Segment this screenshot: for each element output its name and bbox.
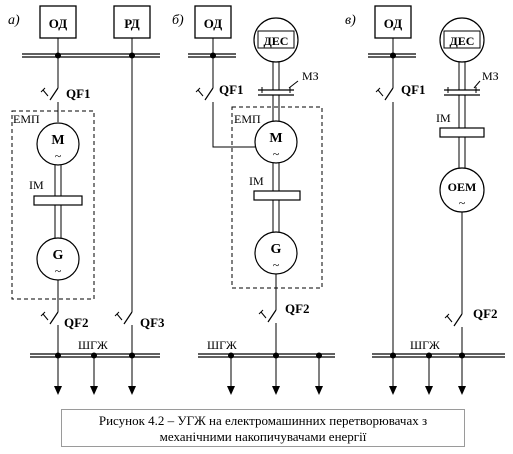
panel-b: б) ОД ДЕС МЗ QF1 ЕМП [172, 5, 335, 395]
panel-b-emp-box [231, 106, 323, 289]
panel-b-engine-label: ДЕС [264, 34, 289, 48]
panel-c-qf2-label: QF2 [473, 306, 498, 321]
panel-a-rd-label: РД [124, 16, 140, 31]
panel-a-flywheel [33, 195, 83, 206]
panel-b-clutch-label: МЗ [302, 69, 319, 83]
panel-a-qf2-label: QF2 [64, 315, 89, 330]
panel-b-motor-ac: ~ [273, 147, 280, 161]
panel-a: а) ОД РД QF1 ЕМП М ~ ІМ [8, 5, 165, 395]
panel-a-im-label: ІМ [29, 178, 44, 192]
panel-a-motor [36, 122, 80, 166]
panel-a-generator-label: G [53, 248, 64, 263]
panel-c-flywheel [439, 127, 485, 138]
panel-c-im-label: ІМ [436, 111, 451, 125]
panel-a-qf1-label: QF1 [66, 86, 91, 101]
panel-b-flywheel [253, 190, 301, 201]
panel-c-oem-ac: ~ [459, 196, 466, 210]
panel-a-motor-label: М [51, 133, 64, 148]
panel-a-motor-ac: ~ [55, 149, 62, 163]
panel-b-od-label: ОД [204, 16, 222, 31]
panel-c-clutch-label: МЗ [482, 69, 499, 83]
panel-a-qf3-label: QF3 [140, 315, 165, 330]
panel-c-qf1-label: QF1 [401, 82, 426, 97]
panel-c-od-label: ОД [384, 16, 402, 31]
panel-b-generator-ac: ~ [273, 258, 280, 272]
panel-b-qf1-label: QF1 [219, 82, 244, 97]
panel-b-motor [254, 120, 298, 164]
panel-a-emp-box [11, 110, 95, 300]
panel-c-bus-label: ШГЖ [410, 338, 440, 352]
panel-b-qf2-label: QF2 [285, 301, 310, 316]
panel-b-im-label: ІМ [249, 174, 264, 188]
panel-a-emp-label: ЕМП [13, 112, 40, 126]
panel-a-generator-ac: ~ [55, 264, 62, 278]
panel-a-od-label: ОД [49, 16, 67, 31]
caption-line-2: механічними накопичувачами енергії [159, 429, 367, 444]
panel-c-engine-label: ДЕС [450, 34, 475, 48]
panel-c-letter: в) [345, 13, 356, 28]
panel-b-letter: б) [172, 13, 184, 28]
panel-a-letter: а) [8, 13, 20, 28]
panel-b-generator-label: G [271, 242, 282, 257]
panel-c-engine [439, 17, 485, 63]
figure-caption: Рисунок 4.2 – УГЖ на електромашинних пер… [61, 409, 465, 447]
panel-c: в) ОД ДЕС МЗ ІМ ОЕМ ~ [345, 5, 505, 395]
panel-b-emp-label: ЕМП [234, 112, 261, 126]
panel-a-bus-label: ШГЖ [78, 338, 108, 352]
panel-b-bus-label: ШГЖ [207, 338, 237, 352]
panel-b-engine [253, 17, 299, 63]
caption-line-1: Рисунок 4.2 – УГЖ на електромашинних пер… [98, 413, 428, 428]
panel-b-motor-label: М [269, 131, 282, 146]
panel-c-oem-label: ОЕМ [448, 180, 477, 194]
